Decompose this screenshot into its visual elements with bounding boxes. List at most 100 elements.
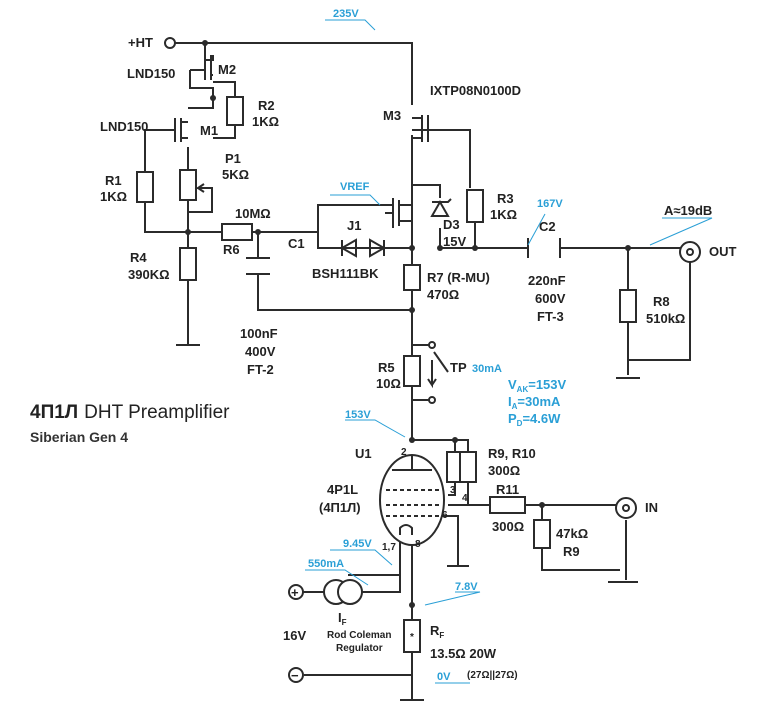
p1-potentiometer [179,169,197,201]
label-lnd150-b: LND150 [100,119,148,134]
tp-test-point [427,341,449,404]
label-tp-current: 30mA [472,363,502,375]
label-ht: +HT [128,35,153,50]
label-bsh111bk: BSH111BK [312,266,379,281]
label-r7-value: 470Ω [427,287,459,302]
label-d3: D3 [443,217,460,232]
r3-resistor [466,189,484,223]
plate-wire [412,439,469,452]
m1-mosfet [160,118,188,142]
annotation-leaders [305,19,713,684]
tube-u1 [379,454,445,546]
junction-dot [185,229,191,235]
label-c1-value-2: 400V [245,344,276,359]
label-r3: R3 [497,191,514,206]
plus-sign: + [291,585,299,600]
label-r1: R1 [105,173,122,188]
label-945v: 9.45V [343,538,372,550]
junction-dot [625,245,631,251]
label-lnd150-a: LND150 [127,66,175,81]
label-tube-4p1l-cyr: (4П1Л) [319,500,361,515]
label-pin4: 4 [462,493,468,504]
label-pin6: 6 [442,510,448,521]
junction-dot [409,602,415,608]
m2-wires [189,70,236,139]
c1-wire [257,232,410,311]
label-r11-value: 300Ω [492,519,524,534]
pin5-wire [440,515,459,565]
r2-resistor [226,96,244,126]
r8-resistor [619,289,637,323]
minus-terminal [288,667,304,683]
junction-dot [472,245,478,251]
label-167v: 167V [537,198,563,210]
label-78v: 7.8V [455,581,478,593]
d3-zener [430,198,452,217]
label-c2-value-2: 600V [535,291,566,306]
m2-mosfet [190,55,214,80]
label-tube-4p1l: 4P1L [327,482,358,497]
label-c2-value-3: FT-3 [537,309,564,324]
label-m3: M3 [383,108,401,123]
junction-dot [255,229,261,235]
label-rf-parallel: (27Ω||27Ω) [467,670,518,681]
label-ixtp08n0100d: IXTP08N0100D [430,83,521,98]
junction-dot [437,245,443,251]
label-gain: A≈19dB [664,203,712,218]
label-r11: R11 [496,482,519,497]
label-r2-value: 1KΩ [252,114,279,129]
junction-dot [210,95,216,101]
label-r6: R6 [223,242,240,257]
label-d3-value: 15V [443,234,466,249]
r6-resistor [221,223,253,241]
op-vak: VAK=153V [508,377,567,394]
junction-dots [185,40,631,608]
label-u1: U1 [355,446,372,461]
label-r8-value: 510kΩ [646,311,685,326]
label-r8: R8 [653,294,670,309]
label-j1: J1 [347,218,361,233]
label-r1-value: 1KΩ [100,189,127,204]
r5-resistor [403,355,421,387]
junction-dot [452,437,458,443]
label-r5: R5 [378,360,395,375]
label-r3-value: 1KΩ [490,207,517,222]
out-terminal[interactable] [679,241,701,263]
junction-dot [409,437,415,443]
junction-dot [202,40,208,46]
label-m1: M1 [200,123,218,138]
label-regulator-1: Rod Coleman [327,630,391,641]
label-r9: R9 [563,544,580,559]
label-r9-r10-value: 300Ω [488,463,520,478]
label-r9-r10: R9, R10 [488,446,536,461]
m3-mosfet [412,115,470,142]
label-r7: R7 (R-MU) [427,270,490,285]
if-current-source [323,579,363,605]
rf-resistor [403,619,421,653]
c2-capacitor [527,238,561,258]
in-terminal[interactable] [615,497,637,519]
r7-resistor [403,264,421,291]
label-c2-value-1: 220nF [528,273,566,288]
label-c1-value-3: FT-2 [247,362,274,377]
label-regulator-2: Regulator [336,643,383,654]
label-r2: R2 [258,98,275,113]
label-c2: C2 [539,219,556,234]
label-m2: M2 [218,62,236,77]
label-235v: 235V [333,8,359,20]
plus-terminal [288,584,304,600]
ht-terminal [164,37,176,49]
label-pin17: 1,7 [382,542,396,553]
r1-resistor [136,171,154,203]
minus-wire [304,674,413,700]
label-r4: R4 [130,250,147,265]
label-c1-value-1: 100nF [240,326,278,341]
r4-resistor [179,247,197,281]
label-153v: 153V [345,409,371,421]
label-p1: P1 [225,151,241,166]
junction-dot [539,502,545,508]
tp-wire [412,344,430,401]
m1-wires [144,98,222,233]
label-pin8: 8 [415,539,421,550]
